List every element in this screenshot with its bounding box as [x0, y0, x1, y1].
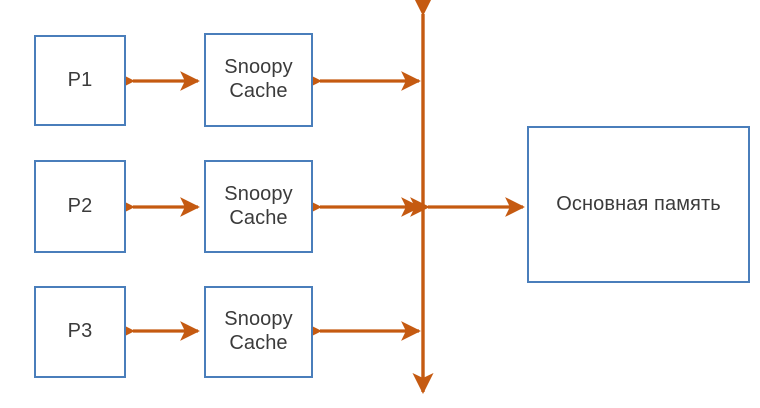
- cache-label-2: Snoopy Cache: [224, 182, 293, 229]
- cache-box-1[interactable]: Snoopy Cache: [204, 33, 313, 127]
- main-memory-label: Основная память: [556, 192, 721, 215]
- processor-label-p2: P2: [67, 194, 93, 217]
- processor-box-p3[interactable]: P3: [34, 286, 126, 378]
- main-memory-box[interactable]: Основная память: [527, 126, 750, 283]
- processor-box-p1[interactable]: P1: [34, 35, 126, 126]
- processor-label-p3: P3: [67, 320, 93, 343]
- processor-box-p2[interactable]: P2: [34, 160, 126, 253]
- cache-box-2[interactable]: Snoopy Cache: [204, 160, 313, 253]
- cache-label-1: Snoopy Cache: [224, 56, 293, 102]
- processor-label-p1: P1: [67, 68, 93, 91]
- cache-label-3: Snoopy Cache: [224, 308, 293, 354]
- cache-box-3[interactable]: Snoopy Cache: [204, 286, 313, 378]
